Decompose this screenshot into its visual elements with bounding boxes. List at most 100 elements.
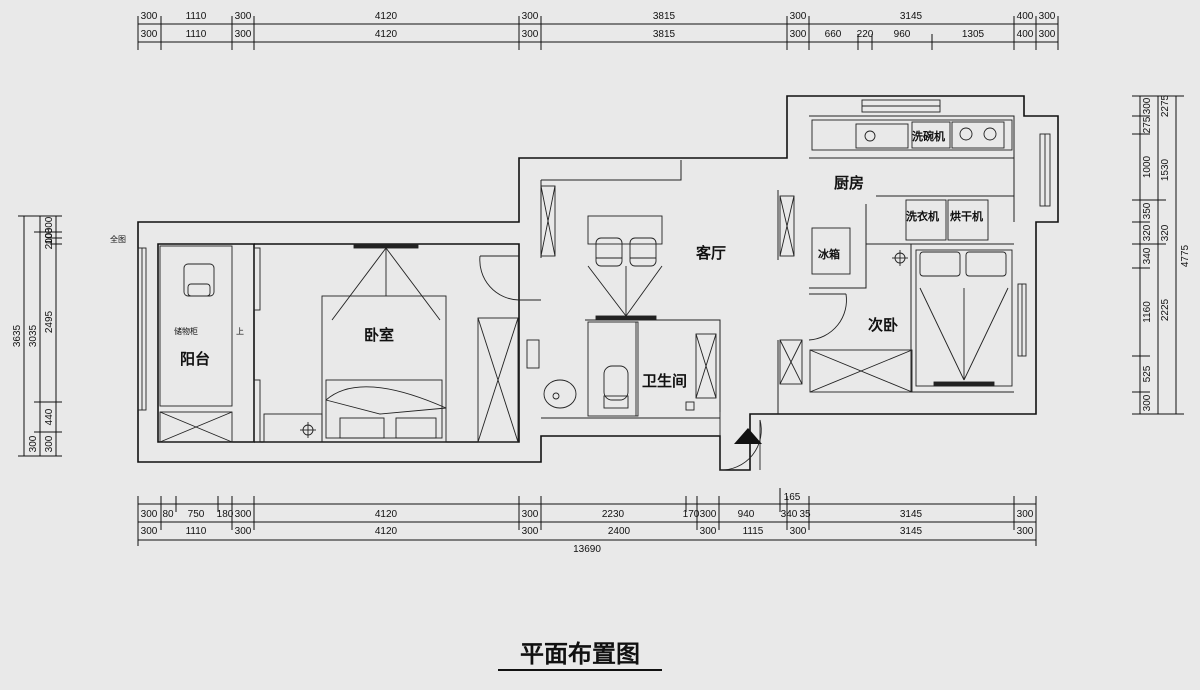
dim-bot1-4: 300 [235,509,252,520]
drawing-title: 平面布置图 [520,640,640,668]
dim-bot1-5: 4120 [375,509,398,520]
up-mark-label: 上 [236,327,244,336]
dim-bot1-8: 170 [683,509,700,520]
dim-bot1-3: 180 [217,509,234,520]
dim-bot1-6: 300 [522,509,539,520]
room-kitchen-label: 厨房 [834,174,864,192]
dim-right-seg-6: 1160 [1142,301,1153,323]
dim-right-mid-2: 320 [1160,224,1171,241]
dim-top2-5: 3815 [653,29,676,40]
right-dimensions: 300 275 1000 350 320 340 1160 525 300 22… [1132,94,1191,415]
dim-right-seg-1: 275 [1142,116,1153,133]
dim-bot1-7: 2230 [602,509,625,520]
dim-bot1-15: 300 [1017,509,1034,520]
windows [137,99,1051,443]
dim-bot2-2: 300 [235,526,252,537]
dim-bot2-1: 1110 [186,526,207,537]
washer-label: 洗衣机 [906,209,939,223]
dim-top1-7: 3145 [900,11,923,22]
dim-bot1-9: 300 [700,509,717,520]
fridge-label: 冰箱 [818,247,840,261]
room-second-bedroom-label: 次卧 [868,316,898,334]
dim-right-outer: 4775 [1180,244,1191,267]
dim-bottom-total: 13690 [573,544,601,555]
dishwasher-label: 洗碗机 [912,129,945,143]
dim-left-seg-3: 2495 [44,310,55,333]
dim-bot1-10: 940 [738,509,755,520]
balcony-furniture [159,245,233,443]
dim-top2-0: 300 [141,29,158,40]
dim-top1-6: 300 [790,11,807,22]
dim-top2-3: 4120 [375,29,398,40]
dim-top2-7: 660 [825,29,842,40]
dim-right-seg-7: 525 [1142,365,1153,382]
dim-top2-9: 960 [894,29,911,40]
second-bedroom-furniture [779,249,1013,393]
dim-left-seg-4: 440 [44,408,55,425]
dim-left-seg-6: 300 [28,435,39,452]
dim-bot1-1: 80 [162,509,174,520]
room-labels: 阳台 卧室 客厅 卫生间 厨房 次卧 冰箱 洗碗机 洗衣机 烘干机 储物柜 上 … [110,129,983,390]
dim-top1-4: 300 [522,11,539,22]
dim-top2-4: 300 [522,29,539,40]
dim-top2-2: 300 [235,29,252,40]
dim-left-mid: 3035 [28,324,39,347]
dim-top2-12: 300 [1039,29,1056,40]
dim-left-seg-5: 300 [44,435,55,452]
dryer-label: 烘干机 [950,209,983,223]
corner-mark-label: 全图 [110,234,126,244]
dim-bot2-9: 3145 [900,526,923,537]
dim-right-mid-0: 2275 [1160,94,1171,117]
dim-top2-6: 300 [790,29,807,40]
room-living-label: 客厅 [695,244,726,262]
dim-bot2-7: 1115 [743,526,764,537]
dim-top1-1: 1110 [186,11,207,22]
dim-top2-11: 400 [1017,29,1034,40]
dim-top1-0: 300 [141,11,158,22]
dim-bot1-13: 35 [799,509,811,520]
entrance-arrow-icon [734,428,762,444]
dim-top1-5: 3815 [653,11,676,22]
dim-right-seg-8: 300 [1142,394,1153,411]
dim-bot1-12: 340 [781,509,798,520]
top-dimensions: 300 1110 300 4120 300 3815 300 3145 400 … [137,11,1059,50]
left-dimensions: 3635 3035 300 100 200 2495 440 300 300 [12,215,62,457]
dim-right-seg-5: 340 [1142,247,1153,264]
dim-top1-8: 400 [1017,11,1034,22]
dim-bot1-11: 165 [784,492,801,503]
dim-bot2-8: 300 [790,526,807,537]
room-bedroom-label: 卧室 [364,326,394,344]
bottom-dimensions: 300 80 750 180 300 4120 300 2230 170 300… [137,488,1037,555]
dim-top2-10: 1305 [962,29,985,40]
dim-bot1-2: 750 [188,509,205,520]
room-balcony-label: 阳台 [180,350,210,368]
dim-bot1-0: 300 [141,509,158,520]
doors [479,255,847,471]
kitchen-furniture [779,119,1013,275]
dim-top1-3: 4120 [375,11,398,22]
dim-right-seg-3: 350 [1142,202,1153,219]
dim-bot2-5: 2400 [608,526,631,537]
dim-left-outer: 3635 [12,324,23,347]
dim-bot2-10: 300 [1017,526,1034,537]
room-bathroom-label: 卫生间 [642,372,687,390]
dim-top1-2: 300 [235,11,252,22]
balcony-fixture-label: 储物柜 [174,326,198,336]
bedroom-furniture [263,243,519,443]
dim-left-seg-1: 100 [44,227,55,244]
dim-bot2-3: 4120 [375,526,398,537]
dim-bot2-0: 300 [141,526,158,537]
dim-bot2-4: 300 [522,526,539,537]
bathroom-furniture [543,321,717,417]
dim-top2-8: 220 [857,29,874,40]
dim-top1-9: 300 [1039,11,1056,22]
dim-right-mid-3: 2225 [1160,298,1171,321]
dim-right-seg-0: 300 [1142,97,1153,114]
dim-left-seg-2: 200 [44,232,55,249]
dim-left-seg-0: 300 [44,216,55,233]
dim-bot2-6: 300 [700,526,717,537]
dim-right-mid-1: 1530 [1160,158,1171,181]
dim-bot1-14: 3145 [900,509,923,520]
